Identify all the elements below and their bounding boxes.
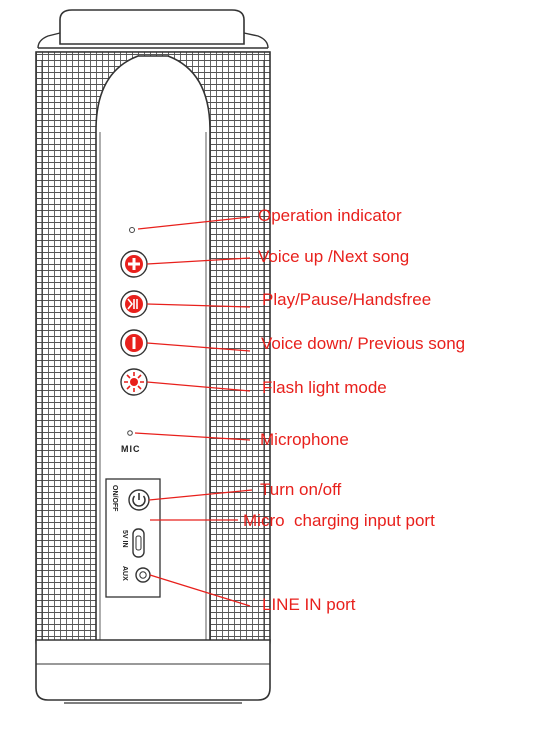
bottom-base <box>36 640 270 703</box>
top-cap <box>36 10 270 52</box>
micro-usb-port <box>133 529 144 557</box>
callout-voice-up: Voice up /Next song <box>258 247 409 267</box>
callout-play-pause: Play/Pause/Handsfree <box>262 290 431 310</box>
voice-up-button <box>121 251 147 277</box>
power-button <box>129 490 149 510</box>
voice-down-button <box>121 330 147 356</box>
callout-voice-down: Voice down/ Previous song <box>261 334 465 354</box>
play-pause-button <box>121 291 147 317</box>
callout-turn-on-off: Turn on/off <box>260 480 341 500</box>
aux-port <box>136 568 150 582</box>
aux-label: AUX <box>121 566 128 581</box>
callout-micro-charging: Micro charging input port <box>243 511 435 531</box>
callout-operation-indicator: Operation indicator <box>258 206 402 226</box>
callout-flash-light: Flash light mode <box>262 378 387 398</box>
flash-light-button <box>121 369 147 395</box>
callout-microphone: Microphone <box>260 430 349 450</box>
microphone-hole <box>128 431 133 436</box>
mic-label: MIC <box>121 444 141 454</box>
on-off-label: ON/OFF <box>111 485 118 512</box>
callout-line-in: LINE IN port <box>262 595 356 615</box>
five-v-in-label: 5V IN <box>121 530 128 548</box>
operation-indicator-led <box>130 228 135 233</box>
